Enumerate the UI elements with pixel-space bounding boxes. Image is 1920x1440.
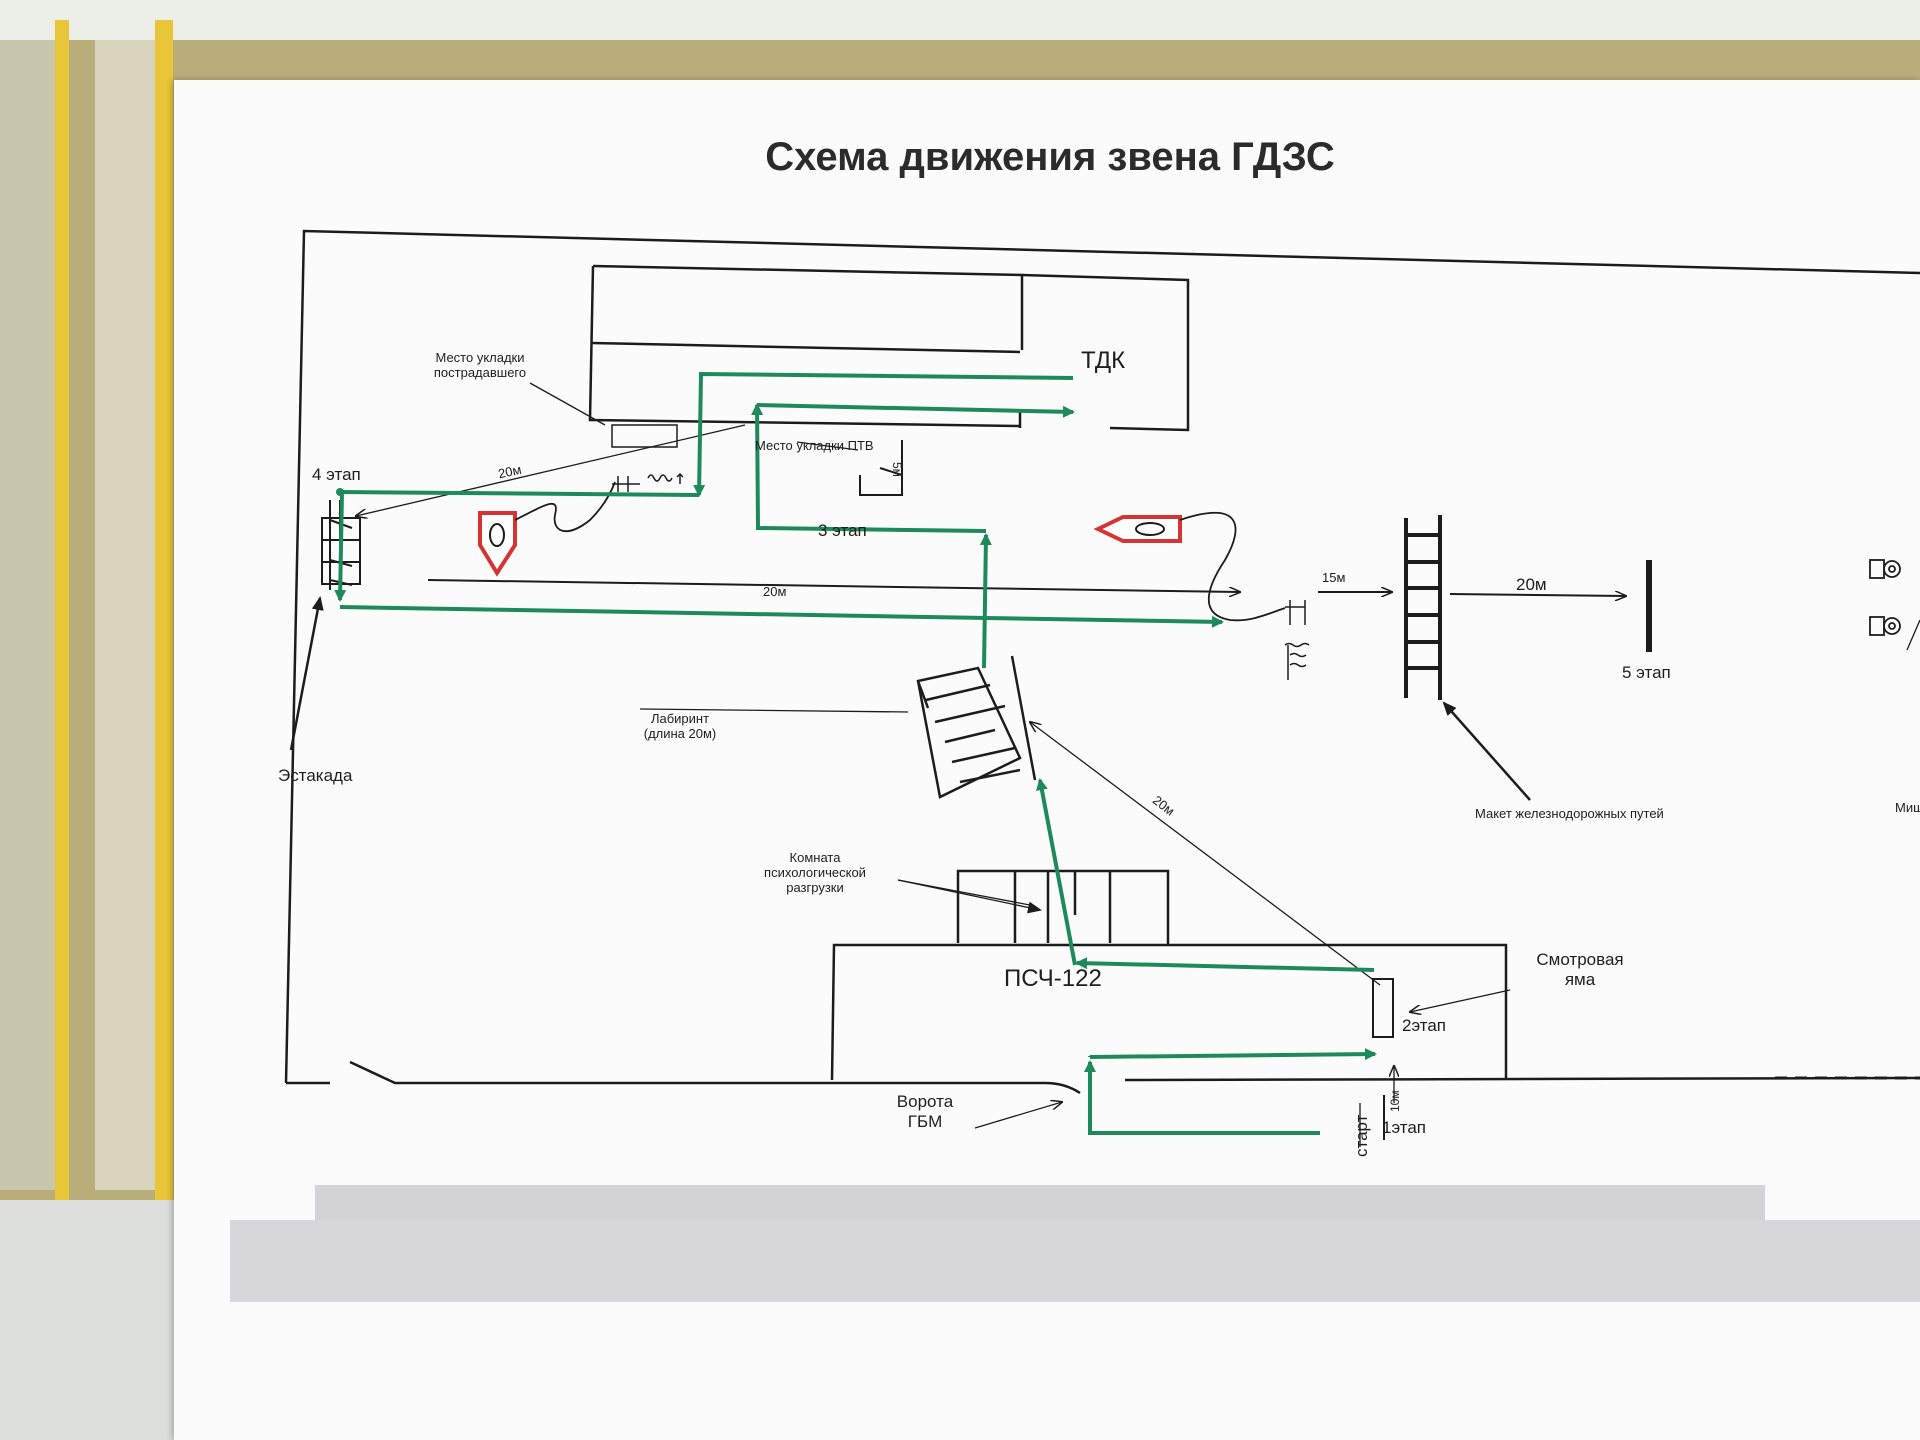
gate-label-line1: Ворота	[896, 1092, 954, 1111]
stage3-label: 3 этап	[818, 521, 867, 540]
labyrinth	[916, 655, 1037, 799]
background-panel-middle	[95, 40, 165, 1190]
dist-20m-right-label: 20м	[1516, 575, 1547, 594]
estakada-label: Эстакада	[278, 766, 353, 785]
psch-122-building	[830, 943, 1508, 1081]
estakada-arrow	[289, 596, 324, 751]
dim-10m-label: 10м	[1388, 1090, 1402, 1112]
labyrinth-label: Лабиринт (длина 20м)	[625, 711, 735, 741]
stage4-label: 4 этап	[312, 465, 361, 484]
cut-off-label: Миш	[1895, 800, 1920, 815]
background-top	[0, 0, 1920, 40]
labyrinth-label-line2: (длина 20м)	[643, 726, 717, 741]
diagram-title: Схема движения звена ГДЗС	[765, 135, 1335, 179]
dim-5m-label: 5м	[890, 462, 904, 477]
inspection-pit	[1372, 978, 1394, 1038]
hydrant-pentagon-1	[478, 511, 517, 577]
relief-room-label: Комната психологической разгрузки	[760, 850, 870, 895]
dist-15m-label: 15м	[1322, 570, 1346, 585]
stage1-label: 1этап	[1382, 1118, 1427, 1137]
redacted-band-bottom	[230, 1220, 1920, 1302]
yellow-frame-right	[155, 20, 173, 1220]
rail-model-arrow	[1442, 701, 1531, 801]
tdk-building	[588, 264, 1190, 432]
annotation-lines	[356, 382, 1920, 1147]
background-bottom	[0, 1200, 180, 1440]
labyrinth-label-line1: Лабиринт	[650, 711, 710, 726]
rail-model-ladder	[1404, 515, 1442, 700]
pit-label-line1: Смотровая	[1536, 950, 1624, 969]
tdk-label: ТДК	[1081, 347, 1126, 374]
hydrant-pentagon-2	[1093, 515, 1182, 543]
arrow-20m-right	[1449, 594, 1626, 596]
arrow-20m-long	[427, 579, 1240, 592]
pit-label: Смотровая яма	[1520, 950, 1640, 990]
yellow-frame-left	[55, 20, 69, 1220]
hose-coupling-2	[1284, 600, 1310, 680]
victim-place-text: Место укладки пострадавшего	[433, 350, 527, 380]
targets-right	[1869, 559, 1901, 636]
hose-coupling-1	[612, 472, 684, 492]
background-panel-left	[0, 40, 65, 1190]
relief-room-pointer	[897, 879, 1042, 914]
ptv-place-marker	[859, 440, 903, 496]
relief-room-line3: разгрузки	[786, 880, 844, 895]
dist-20m-long-label: 20м	[763, 584, 787, 599]
gate-label-line2: ГБМ	[907, 1112, 943, 1131]
psch-label: ПСЧ-122	[1004, 965, 1102, 992]
pit-label-line2: яма	[1564, 970, 1596, 989]
hose-lines	[514, 481, 1286, 622]
rail-model-label: Макет железнодорожных путей	[1475, 806, 1664, 821]
victim-place-box	[611, 424, 678, 448]
gate-label: Ворота ГБМ	[880, 1092, 970, 1132]
redacted-band-top	[315, 1185, 1765, 1220]
stage5-label: 5 этап	[1622, 663, 1671, 682]
stage2-label: 2этап	[1402, 1016, 1447, 1035]
ptv-place-label: Место укладки ПТВ	[755, 438, 874, 453]
relief-room-line2: психологической	[764, 865, 866, 880]
yard-boundary	[284, 229, 1920, 1095]
route-node-estakada	[336, 488, 344, 496]
start-label: старт	[1352, 1114, 1371, 1157]
relief-room	[956, 869, 1170, 945]
victim-place-label: Место укладки пострадавшего	[430, 350, 530, 380]
relief-room-line1: Комната	[789, 850, 841, 865]
gdzs-route	[334, 371, 1375, 1135]
